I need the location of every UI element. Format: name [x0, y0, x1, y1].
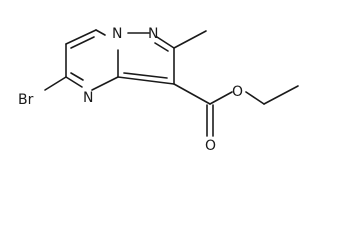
atom-n-pyrimidine: N	[83, 90, 93, 106]
substituents	[44, 30, 299, 137]
structure-diagram: N N N Br O O	[18, 26, 299, 154]
bond-c3-carbonyl	[173, 83, 211, 105]
bond-n2-c2-inner	[154, 42, 169, 52]
bond-c5-n4	[65, 76, 83, 88]
bond-n2-c2	[156, 36, 175, 49]
bond-c2-methyl	[173, 30, 207, 49]
atom-n-pyrazole: N	[148, 26, 158, 42]
atom-carbonyl-oxygen: O	[205, 138, 216, 154]
bond-c3-c3a-inner	[123, 72, 168, 79]
bond-c3-c3a	[117, 76, 175, 85]
bond-ch2-ch3	[263, 85, 299, 105]
pyrimidine-ring	[65, 29, 119, 91]
bond-c5-br	[44, 76, 67, 91]
bond-c5-n4-inner	[70, 72, 84, 81]
atom-n-bridge: N	[112, 26, 122, 42]
bond-c7-c6-inner	[70, 36, 95, 49]
atom-ester-oxygen: O	[232, 84, 243, 100]
atom-bromine: Br	[18, 92, 34, 108]
bond-carbonyl-ester-o	[209, 91, 233, 105]
bond-c7-c6	[65, 29, 97, 45]
pyrazole-ring	[117, 32, 175, 85]
bond-n4-c3a	[91, 76, 119, 91]
bond-n1-c7	[95, 29, 106, 36]
bond-ester-o-ch2	[245, 91, 265, 105]
